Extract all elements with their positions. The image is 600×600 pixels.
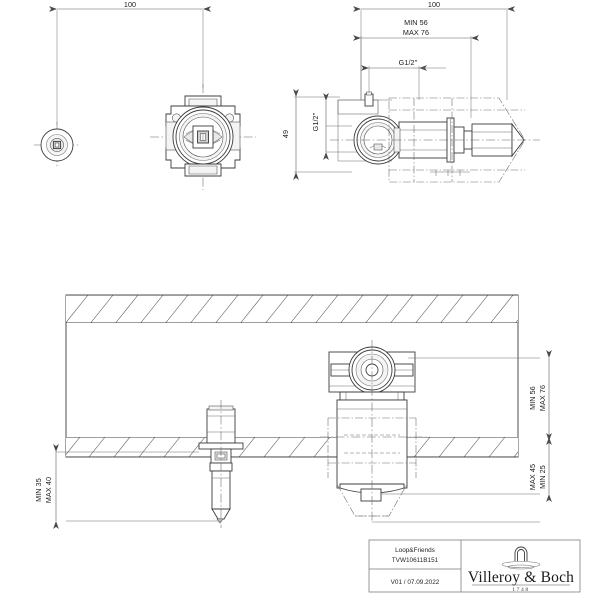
wall-hatch-top	[66, 295, 518, 323]
label-top-left-width: 100	[124, 0, 136, 9]
brand-emblem-icon	[501, 546, 541, 570]
label-top-right-width: 100	[428, 0, 440, 9]
top-right-side-view	[293, 6, 540, 183]
dimension-thread-g12	[361, 65, 446, 100]
valve-body-section	[320, 340, 430, 522]
title-block: Loop&Friends TVW10611B151 V01 / 07.09.20…	[368, 539, 581, 593]
title-block-product-line: Loop&Friends	[395, 547, 435, 554]
dimension-section-left	[53, 444, 199, 529]
label-side-height: 49	[281, 130, 290, 138]
label-section-right-lower-max: MAX 45	[528, 464, 537, 490]
label-thread-size: G1/2"	[399, 58, 418, 67]
label-section-right-min: MIN 56	[528, 386, 537, 410]
outlet-rosette-front	[34, 122, 80, 168]
brand-name: Villeroy & Boch	[468, 569, 574, 586]
label-top-right-max: MAX 76	[403, 28, 429, 37]
valve-side-lower-detail	[430, 170, 470, 176]
title-block-article-number: TVW10611B151	[392, 557, 439, 564]
label-top-right-min: MIN 56	[404, 18, 428, 27]
title-block-revision-date: V01 / 07.09.2022	[391, 579, 440, 586]
outlet-spout-section	[198, 400, 244, 528]
valve-body-front	[150, 84, 256, 190]
label-section-left-min: MIN 35	[34, 478, 43, 502]
top-left-front-view	[34, 6, 256, 190]
valve-side-body	[330, 91, 540, 183]
dimension-top-right-100	[353, 6, 515, 100]
label-section-right-lower-min: MIN 25	[538, 465, 547, 489]
dimension-side-height-49	[293, 89, 352, 180]
brand-year: 1748	[512, 587, 530, 593]
label-thread-size-vertical: G1/2"	[311, 112, 320, 131]
section-leader-lines	[66, 357, 540, 523]
wall-section-view	[53, 294, 552, 529]
label-section-left-max: MAX 40	[44, 477, 53, 503]
dimension-labels: 100 100 MIN 56 MAX 76 G1/2" 49 G1/2" MIN…	[34, 0, 547, 503]
dimension-top-left-100	[49, 6, 211, 125]
label-section-right-max: MAX 76	[538, 385, 547, 411]
